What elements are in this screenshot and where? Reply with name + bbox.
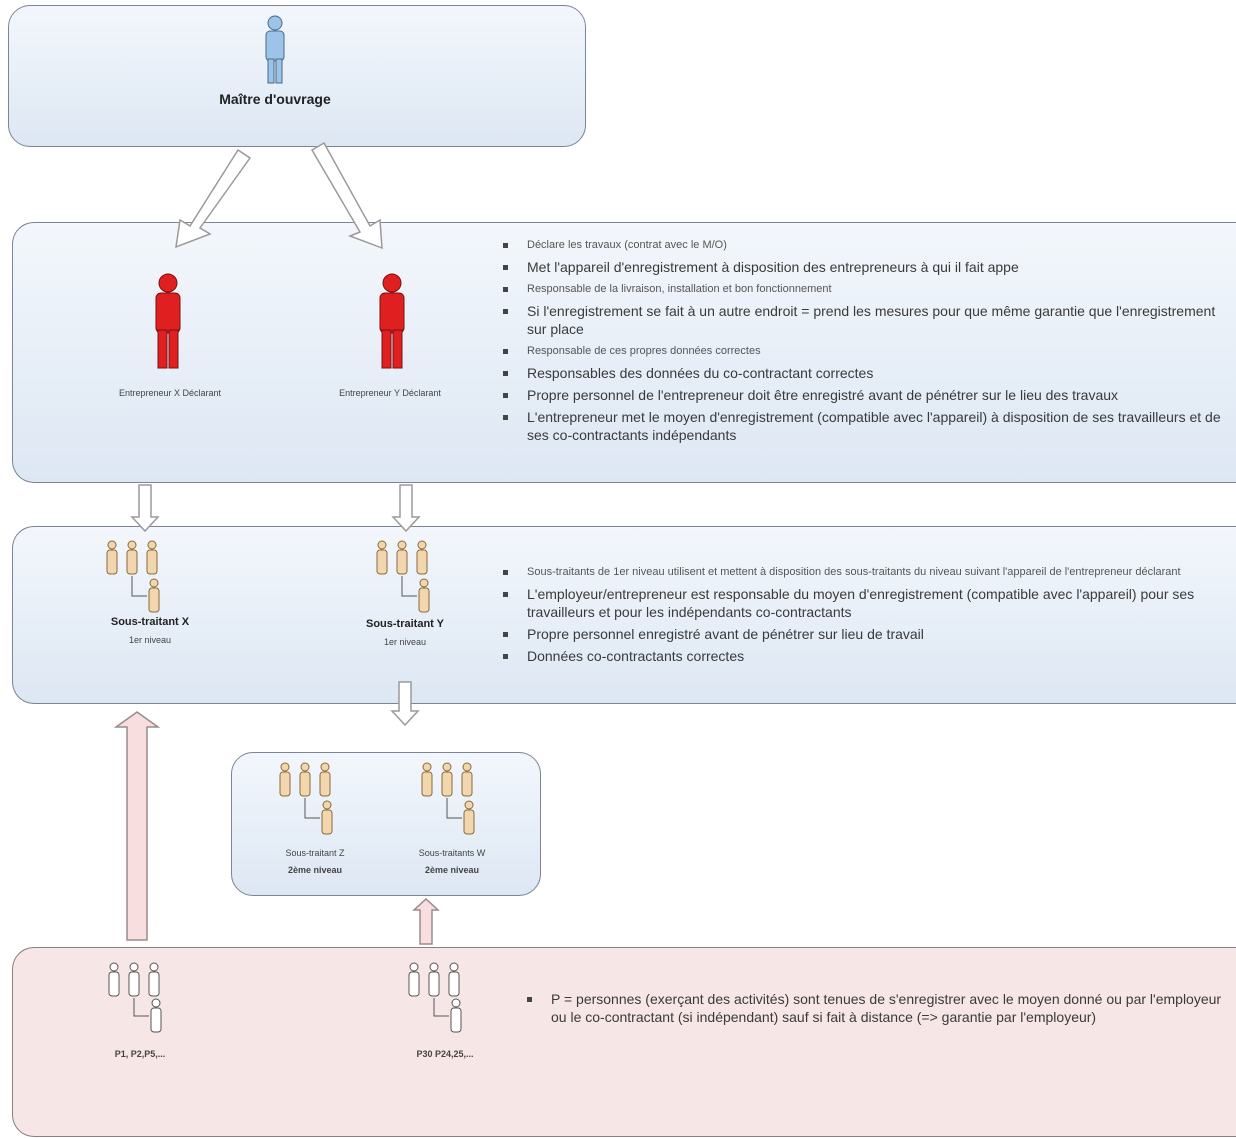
persons-group2-label: P30 P24,25,...	[416, 1049, 474, 1059]
group-hierarchy-icon	[106, 540, 160, 613]
arrow-y-to-suby	[391, 484, 421, 533]
bullet: Sous-traitants de 1er niveau utilisent e…	[503, 563, 1227, 581]
subcontractors-bullets: Sous-traitants de 1er niveau utilisent e…	[503, 563, 1227, 669]
arrow-persons-to-second	[412, 897, 440, 945]
group-hierarchy-icon	[279, 762, 333, 835]
arrow-persons-to-subx	[113, 711, 161, 941]
person-blue-icon	[265, 15, 285, 84]
bullet: Déclare les travaux (contrat avec le M/O…	[503, 236, 1227, 254]
persons-panel	[12, 947, 1236, 1137]
sub-x-level: 1er niveau	[128, 635, 172, 645]
person-red-icon	[155, 273, 181, 369]
persons-group1-label: P1, P2,P5,...	[114, 1049, 166, 1059]
person-red-icon	[379, 273, 405, 369]
sub-x-title: Sous-traitant X	[110, 616, 190, 628]
sub-z-level: 2ème niveau	[287, 865, 343, 875]
sub-z-title: Sous-traitant Z	[285, 848, 345, 858]
owner-panel	[8, 5, 586, 147]
declarant-y-label: Entrepreneur Y Déclarant	[339, 388, 441, 398]
subcontractors-panel	[12, 526, 1236, 704]
declarants-bullets: Déclare les travaux (contrat avec le M/O…	[503, 236, 1227, 448]
arrow-owner-to-x	[175, 148, 252, 249]
group-hierarchy-icon	[108, 962, 162, 1033]
arrow-suby-to-second	[390, 681, 420, 727]
bullet: Propre personnel de l'entrepreneur doit …	[503, 386, 1227, 404]
bullet: Responsable de la livraison, installatio…	[503, 280, 1227, 298]
arrow-x-to-subx	[130, 484, 160, 533]
sub-y-level: 1er niveau	[383, 637, 427, 647]
bullet: Responsable de ces propres données corre…	[503, 342, 1227, 360]
bullet: Données co-contractants correctes	[503, 647, 1227, 665]
bullet: L'employeur/entrepreneur est responsable…	[503, 585, 1227, 621]
sub-y-title: Sous-traitant Y	[365, 618, 445, 630]
owner-title: Maître d'ouvrage	[219, 91, 331, 107]
arrow-owner-to-y	[310, 141, 383, 250]
declarants-panel	[12, 222, 1236, 483]
bullet: Met l'appareil d'enregistrement à dispos…	[503, 258, 1227, 276]
bullet: L'entrepreneur met le moyen d'enregistre…	[503, 408, 1227, 444]
bullet: Propre personnel enregistré avant de pén…	[503, 625, 1227, 643]
group-hierarchy-icon	[376, 540, 430, 613]
bullet: Responsables des données du co-contracta…	[503, 364, 1227, 382]
sub-w-level: 2ème niveau	[424, 865, 480, 875]
group-hierarchy-icon	[421, 762, 475, 835]
sub-w-title: Sous-traitants W	[418, 848, 486, 858]
bullet: Si l'enregistrement se fait à un autre e…	[503, 302, 1227, 338]
bullet: P = personnes (exerçant des activités) s…	[527, 990, 1231, 1026]
group-hierarchy-icon	[408, 962, 462, 1033]
declarant-x-label: Entrepreneur X Déclarant	[118, 388, 222, 398]
persons-bullets: P = personnes (exerçant des activités) s…	[527, 990, 1231, 1030]
